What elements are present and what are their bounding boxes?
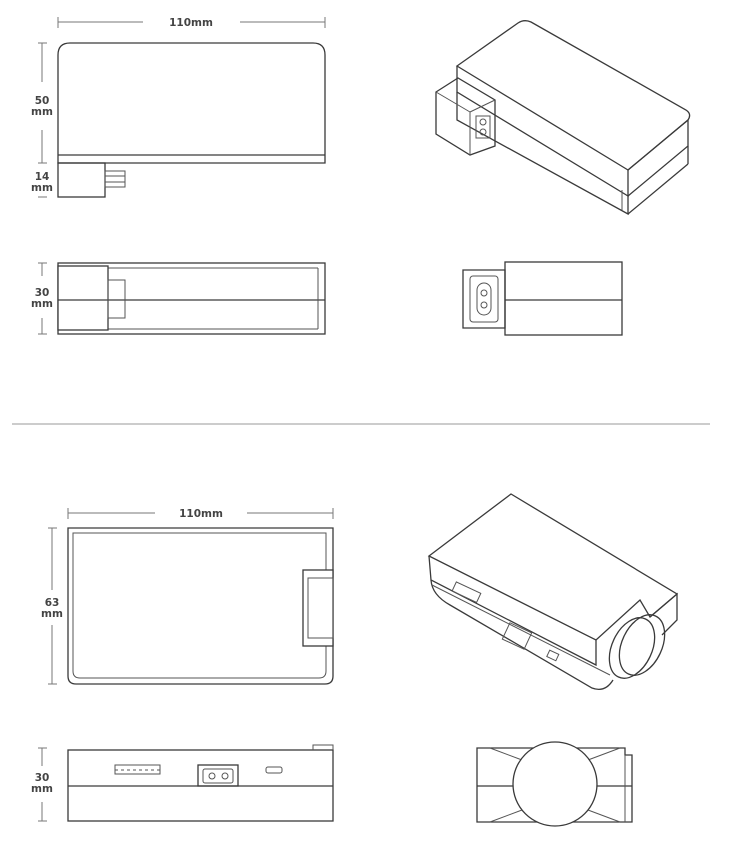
height-label-value: 63 (45, 597, 60, 609)
depth-label-value: 30 (35, 772, 50, 784)
top-isometric-view (435, 20, 691, 216)
bottom-isometric-view (427, 493, 679, 691)
height-label-unit: mm (41, 608, 63, 620)
height-dimension: 63 mm (41, 527, 63, 685)
depth-dimension: 30 mm (31, 262, 53, 335)
micro-usb-port (265, 766, 283, 774)
top-side-view: 30 mm (31, 262, 326, 335)
width-dimension: 110mm (67, 508, 334, 520)
top-front-view: 110mm 50 mm 14 mm (31, 17, 326, 198)
bottom-side-view: 30 mm (31, 744, 334, 822)
width-dimension: 110mm (57, 17, 326, 29)
depth-dimension: 30 mm (31, 747, 53, 822)
width-label: 110mm (179, 508, 223, 520)
bottom-end-view (476, 741, 633, 827)
height-label-value: 50 (35, 95, 50, 107)
depth-label-value: 30 (35, 287, 50, 299)
connector-label-value: 14 (35, 171, 50, 183)
width-label: 110mm (169, 17, 213, 29)
bottom-top-view: 110mm 63 mm (41, 508, 334, 685)
power-connector (197, 764, 239, 787)
depth-label-unit: mm (31, 298, 53, 310)
top-end-view (462, 261, 623, 336)
connector-label-unit: mm (31, 182, 53, 194)
height-dimension: 50 mm 14 mm (31, 42, 53, 198)
height-label-unit: mm (31, 106, 53, 118)
depth-label-unit: mm (31, 783, 53, 795)
